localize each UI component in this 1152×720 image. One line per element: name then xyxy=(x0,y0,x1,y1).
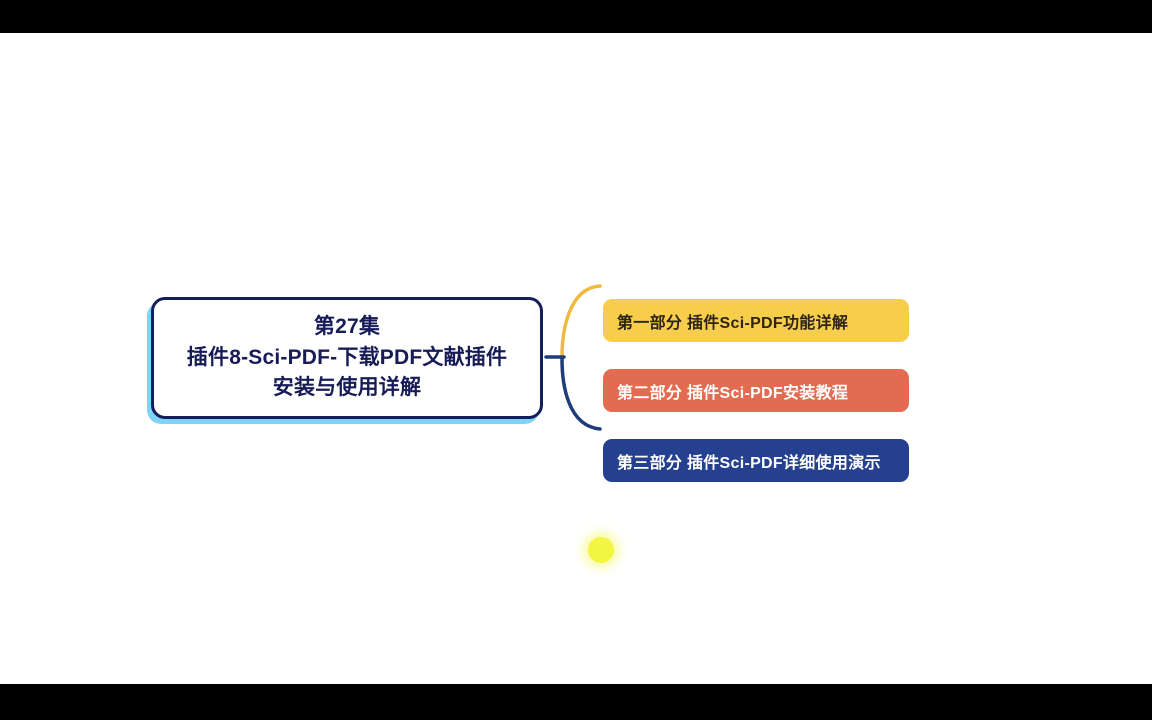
branch-node-3-label: 第三部分 插件Sci-PDF详细使用演示 xyxy=(617,454,881,472)
root-node-text: 第27集 插件8-Sci-PDF-下载PDF文献插件 安装与使用详解 xyxy=(177,312,517,403)
mindmap-root-node[interactable]: 第27集 插件8-Sci-PDF-下载PDF文献插件 安装与使用详解 xyxy=(151,297,543,419)
root-line-3: 安装与使用详解 xyxy=(272,376,422,400)
letterbox-bottom xyxy=(0,684,1152,720)
mindmap-branch-node-2[interactable]: 第二部分 插件Sci-PDF安装教程 xyxy=(603,369,909,412)
mindmap-branch-node-3[interactable]: 第三部分 插件Sci-PDF详细使用演示 xyxy=(603,439,909,482)
mindmap-branch-node-1[interactable]: 第一部分 插件Sci-PDF功能详解 xyxy=(603,299,909,342)
branch-node-2-label: 第二部分 插件Sci-PDF安装教程 xyxy=(617,384,849,402)
root-line-2: 插件8-Sci-PDF-下载PDF文献插件 xyxy=(186,345,508,369)
mindmap-canvas: 第27集 插件8-Sci-PDF-下载PDF文献插件 安装与使用详解 第一部分 … xyxy=(0,33,1152,684)
connector-branch-1 xyxy=(560,284,602,359)
cursor-highlight-dot xyxy=(588,537,614,563)
branch-node-1-label: 第一部分 插件Sci-PDF功能详解 xyxy=(617,314,849,332)
root-line-1: 第27集 xyxy=(313,315,381,339)
connector-branch-3 xyxy=(560,357,602,431)
letterbox-top xyxy=(0,0,1152,33)
